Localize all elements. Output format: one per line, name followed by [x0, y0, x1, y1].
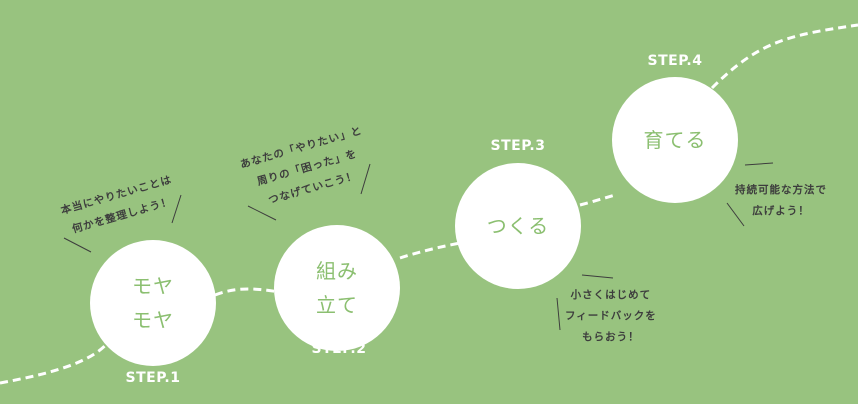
- step-1-label: STEP.1: [125, 370, 181, 386]
- step-2-title-line-2: 立て: [316, 293, 358, 317]
- step-1-circle: モヤ モヤ: [90, 240, 216, 366]
- step-4-note: 持続可能な方法で 広げよう！: [735, 180, 827, 222]
- step-4-note-line-2: 広げよう！: [752, 205, 810, 217]
- step-4-label: STEP.4: [647, 53, 703, 69]
- step-1-title-line-1: モヤ: [132, 274, 174, 298]
- step-3-note-line-2: フィードバックを: [565, 310, 657, 322]
- step-3-title: つくる: [486, 214, 550, 238]
- step-4-note-line-1: 持続可能な方法で: [735, 184, 827, 196]
- step-3-note-line-1: 小さくはじめて: [570, 289, 652, 301]
- step-4-circle: 育てる: [612, 77, 738, 203]
- step-2-title-line-1: 組み: [316, 259, 358, 283]
- step-3-note: 小さくはじめて フィードバックを もらおう！: [565, 285, 657, 348]
- step-3-note-line-3: もらおう！: [582, 331, 640, 343]
- step-3-circle: つくる: [455, 163, 581, 289]
- step-2-label: STEP.2: [311, 341, 367, 357]
- step-2-circle: 組み 立て: [274, 225, 400, 351]
- tick-lines: [63, 162, 774, 331]
- step-3-label: STEP.3: [490, 138, 546, 154]
- step-1-title-line-2: モヤ: [132, 308, 174, 332]
- step-4-title: 育てる: [643, 128, 707, 152]
